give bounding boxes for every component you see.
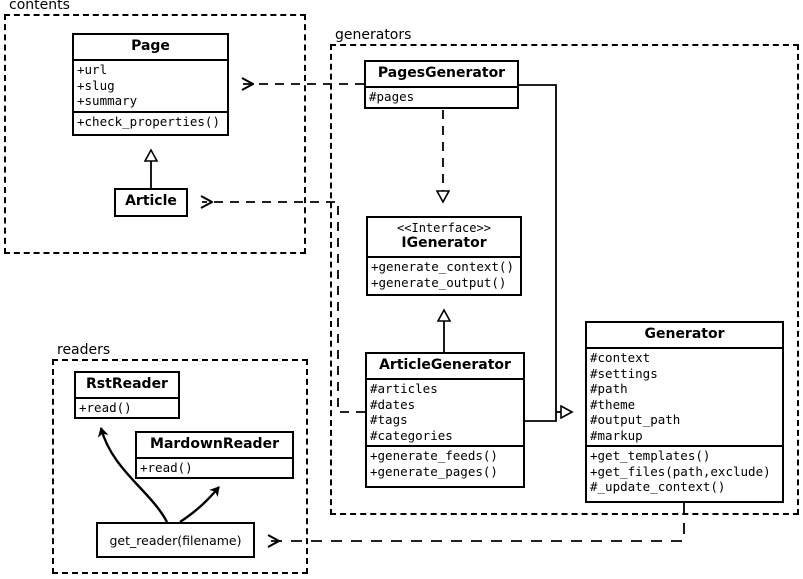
class-name-article: Article bbox=[125, 193, 177, 209]
operation: +generate_output() bbox=[371, 274, 507, 290]
operation: +get_templates() bbox=[590, 448, 711, 463]
attribute: #path bbox=[590, 381, 628, 396]
package-readers-border bbox=[52, 359, 308, 574]
connector-articlegenerator-uses-article bbox=[202, 202, 365, 413]
package-contents-border bbox=[4, 14, 306, 254]
attribute: #context bbox=[590, 350, 651, 365]
connector-generators-inherit-generator bbox=[519, 84, 572, 422]
package-readers-label: readers bbox=[54, 342, 114, 358]
attribute: #settings bbox=[590, 365, 658, 381]
function-box-get-reader[interactable]: get_reader(filename) bbox=[96, 522, 255, 558]
class-name-rst-reader: RstReader bbox=[86, 376, 168, 392]
attribute: #markup bbox=[590, 427, 643, 443]
package-readers bbox=[52, 359, 308, 574]
attribute: #theme bbox=[590, 396, 636, 412]
operation: +get_files(path,exclude) bbox=[590, 463, 771, 479]
connector-generator-uses-get-reader bbox=[269, 503, 685, 541]
class-attributes-article-generator: #articles #dates #tags #categories bbox=[367, 378, 523, 445]
attribute: +url bbox=[77, 62, 108, 77]
attribute: +slug bbox=[77, 77, 115, 93]
class-name-article-generator: ArticleGenerator bbox=[379, 357, 511, 373]
class-box-igenerator[interactable]: <<Interface>> IGenerator +generate_conte… bbox=[366, 216, 522, 296]
attribute: +summary bbox=[77, 93, 138, 108]
package-generators-label: generators bbox=[332, 27, 415, 43]
package-generators-border bbox=[330, 44, 799, 515]
operation: #_update_context() bbox=[590, 479, 726, 494]
class-name-page: Page bbox=[131, 38, 170, 54]
class-operations-mardown-reader: +read() bbox=[137, 457, 292, 478]
package-contents-label: contents bbox=[6, 0, 73, 13]
class-box-page[interactable]: Page +url +slug +summary +check_properti… bbox=[72, 33, 229, 136]
class-name-pages-generator: PagesGenerator bbox=[377, 65, 506, 81]
class-attributes-generator: #context #settings #path #theme #output_… bbox=[587, 347, 782, 445]
connector-get-reader-creates-rstreader bbox=[97, 427, 169, 523]
package-contents bbox=[4, 14, 306, 254]
class-name-mardown-reader: MardownReader bbox=[150, 436, 279, 452]
class-name-generator: Generator bbox=[644, 326, 725, 342]
class-stereotype-igenerator: <<Interface>> bbox=[397, 221, 491, 235]
class-attributes-page: +url +slug +summary bbox=[74, 59, 227, 111]
operation: +check_properties() bbox=[77, 113, 220, 129]
attribute: #pages bbox=[369, 89, 415, 104]
class-box-pages-generator[interactable]: PagesGenerator #pages bbox=[364, 60, 519, 109]
package-generators bbox=[330, 44, 799, 515]
class-operations-generator: +get_templates() +get_files(path,exclude… bbox=[587, 445, 782, 497]
attribute: #articles bbox=[370, 381, 438, 396]
class-box-rst-reader[interactable]: RstReader +read() bbox=[74, 371, 180, 419]
attribute: #output_path bbox=[590, 412, 681, 427]
class-operations-igenerator: +generate_context() +generate_output() bbox=[368, 256, 520, 292]
operation: +generate_context() bbox=[371, 259, 514, 274]
class-box-generator[interactable]: Generator #context #settings #path #them… bbox=[585, 321, 784, 503]
operation: +read() bbox=[79, 400, 132, 415]
class-box-article-generator[interactable]: ArticleGenerator #articles #dates #tags … bbox=[365, 352, 525, 488]
operation: +read() bbox=[140, 460, 193, 475]
class-name-igenerator: IGenerator bbox=[401, 235, 487, 251]
class-box-article[interactable]: Article bbox=[114, 188, 188, 217]
class-operations-article-generator: +generate_feeds() +generate_pages() bbox=[367, 445, 523, 481]
class-box-mardown-reader[interactable]: MardownReader +read() bbox=[135, 431, 294, 479]
attribute: #tags bbox=[370, 412, 408, 427]
attribute: #categories bbox=[370, 427, 453, 443]
operation: +generate_feeds() bbox=[370, 448, 498, 463]
attribute: #dates bbox=[370, 396, 416, 412]
class-operations-rst-reader: +read() bbox=[76, 397, 178, 418]
class-operations-page: +check_properties() bbox=[74, 110, 227, 132]
operation: +generate_pages() bbox=[370, 463, 498, 479]
class-attributes-pages-generator: #pages bbox=[366, 86, 517, 107]
connector-get-reader-creates-mardownreader bbox=[179, 486, 220, 523]
